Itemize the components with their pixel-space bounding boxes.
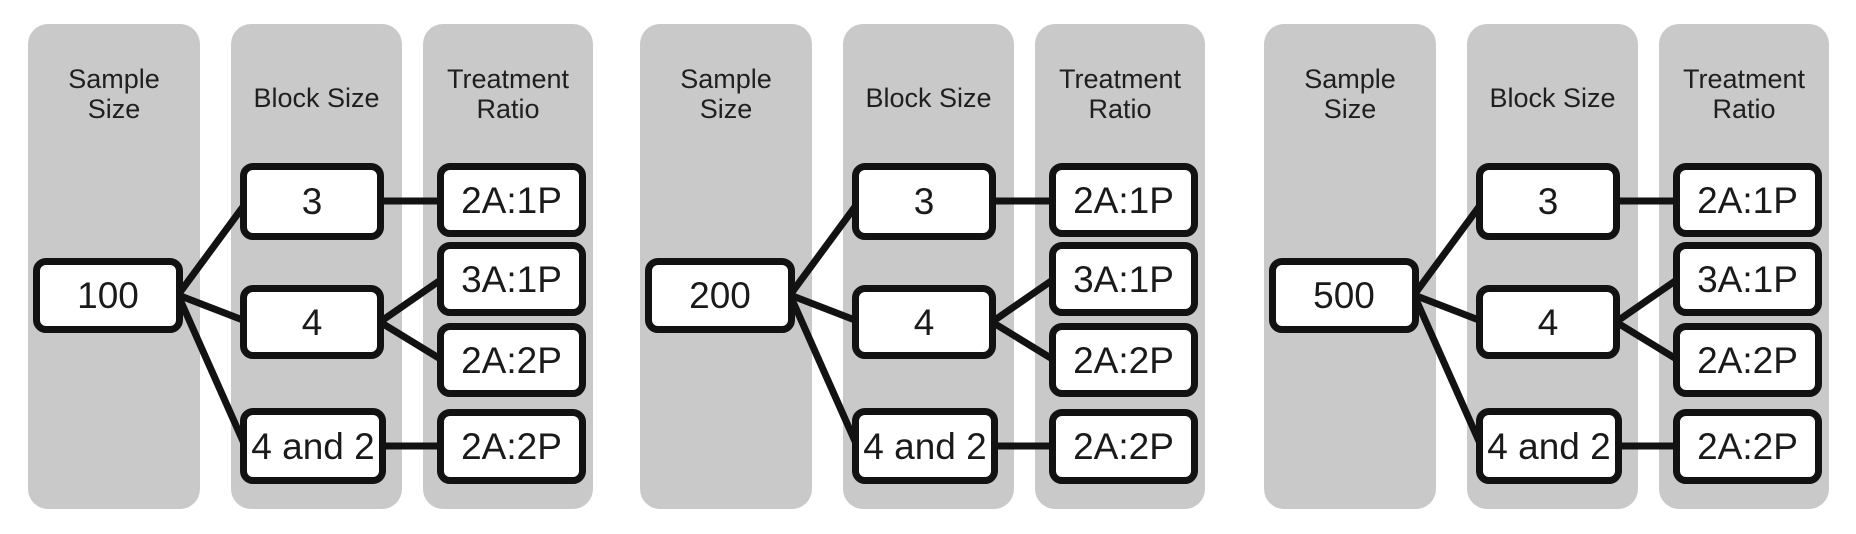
- block-size-node-3: 3: [1476, 163, 1620, 240]
- header-line: Treatment: [1682, 64, 1806, 94]
- sample-size-header: Sample Size: [640, 64, 812, 124]
- block-size-node-4and2: 4 and 2: [852, 408, 998, 484]
- edge-sample-to-block-4: [174, 291, 252, 326]
- edge-sample-to-block-3: [786, 196, 864, 299]
- block-size-node-3: 3: [852, 163, 996, 240]
- treatment-ratio-node-3a1p: 3A:1P: [1673, 242, 1822, 316]
- decision-tree-panel-500: Sample Size Block Size Treatment Ratio 5…: [1264, 0, 1834, 534]
- header-line: Size: [699, 94, 753, 124]
- sample-size-node: 500: [1269, 258, 1419, 333]
- edge-sample-to-block-4: [1410, 291, 1488, 326]
- edge-sample-to-block-4: [786, 291, 864, 326]
- header-line: Ratio: [476, 94, 540, 124]
- connector-lines: [786, 196, 1058, 452]
- block-size-header: Block Size: [843, 83, 1014, 113]
- header-line: Ratio: [1088, 94, 1152, 124]
- treatment-ratio-node-2a2p-bottom: 2A:2P: [1049, 409, 1198, 484]
- connector-lines: [174, 196, 446, 452]
- treatment-ratio-header: Treatment Ratio: [1035, 64, 1205, 124]
- treatment-ratio-node-2a2p: 2A:2P: [1049, 323, 1198, 397]
- header-line: Block Size: [1489, 83, 1616, 113]
- edge-block4-to-3a1p: [988, 275, 1058, 326]
- block-size-node-4: 4: [240, 285, 384, 359]
- treatment-ratio-node-3a1p: 3A:1P: [1049, 242, 1198, 316]
- edge-sample-to-block-3: [174, 196, 252, 299]
- decision-tree-panel-100: Sample Size Block Size Treatment Ratio 1…: [28, 0, 598, 534]
- treatment-ratio-node-2a2p: 2A:2P: [437, 323, 586, 397]
- header-line: Treatment: [1058, 64, 1182, 94]
- sample-size-header: Sample Size: [1264, 64, 1436, 124]
- edge-block4-to-2a2p: [1612, 318, 1682, 364]
- treatment-ratio-node-2a1p: 2A:1P: [1673, 163, 1822, 237]
- block-size-header: Block Size: [231, 83, 402, 113]
- treatment-ratio-node-2a1p: 2A:1P: [1049, 163, 1198, 237]
- header-line: Block Size: [253, 83, 380, 113]
- treatment-ratio-header: Treatment Ratio: [423, 64, 593, 124]
- treatment-ratio-node-2a2p: 2A:2P: [1673, 323, 1822, 397]
- treatment-ratio-node-2a2p-bottom: 2A:2P: [1673, 409, 1822, 484]
- sample-size-node: 200: [645, 258, 795, 333]
- block-size-node-4and2: 4 and 2: [1476, 408, 1622, 484]
- treatment-ratio-node-2a1p: 2A:1P: [437, 163, 586, 237]
- decision-tree-panel-200: Sample Size Block Size Treatment Ratio 2…: [640, 0, 1210, 534]
- treatment-ratio-node-3a1p: 3A:1P: [437, 242, 586, 316]
- block-size-header: Block Size: [1467, 83, 1638, 113]
- header-line: Sample: [680, 64, 772, 94]
- header-line: Size: [1323, 94, 1377, 124]
- edge-block4-to-2a2p: [376, 318, 446, 364]
- treatment-ratio-header: Treatment Ratio: [1659, 64, 1829, 124]
- header-line: Block Size: [865, 83, 992, 113]
- edge-sample-to-block-4and2: [786, 291, 862, 452]
- edge-block4-to-3a1p: [1612, 275, 1682, 326]
- header-line: Sample: [68, 64, 160, 94]
- edge-block4-to-2a2p: [988, 318, 1058, 364]
- sample-size-header: Sample Size: [28, 64, 200, 124]
- edge-sample-to-block-4and2: [174, 291, 250, 452]
- edge-sample-to-block-4and2: [1410, 291, 1486, 452]
- block-size-node-4: 4: [852, 285, 996, 359]
- header-line: Treatment: [446, 64, 570, 94]
- header-line: Size: [87, 94, 141, 124]
- edge-sample-to-block-3: [1410, 196, 1488, 299]
- header-line: Ratio: [1712, 94, 1776, 124]
- block-size-node-4and2: 4 and 2: [240, 408, 386, 484]
- block-size-node-3: 3: [240, 163, 384, 240]
- edge-block4-to-3a1p: [376, 275, 446, 326]
- header-line: Sample: [1304, 64, 1396, 94]
- sample-size-node: 100: [33, 258, 183, 333]
- treatment-ratio-node-2a2p-bottom: 2A:2P: [437, 409, 586, 484]
- connector-lines: [1410, 196, 1682, 452]
- block-size-node-4: 4: [1476, 285, 1620, 359]
